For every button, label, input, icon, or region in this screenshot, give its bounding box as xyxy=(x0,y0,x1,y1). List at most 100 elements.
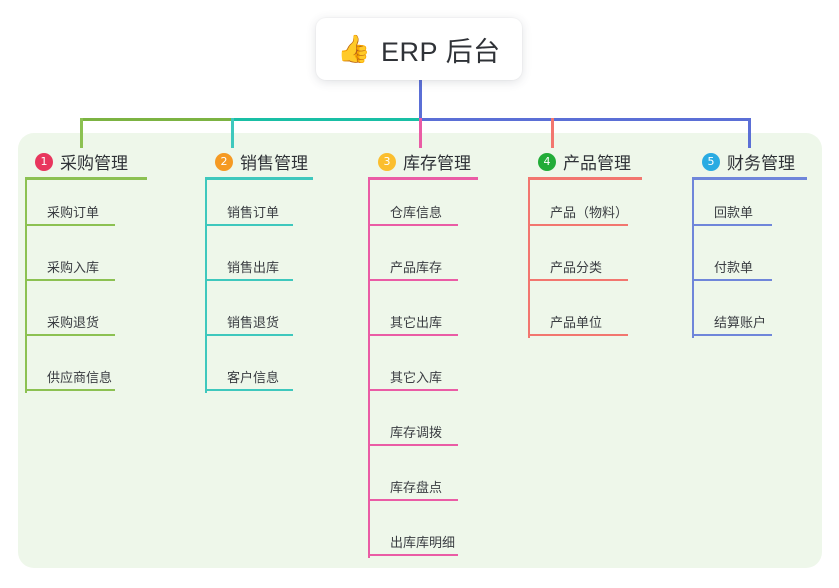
leaf-item[interactable]: 付款单 xyxy=(692,235,772,281)
leaf-underline xyxy=(25,334,115,336)
leaf-item[interactable]: 产品（物料） xyxy=(528,180,628,226)
column-title-2: 销售管理 xyxy=(240,154,308,173)
column-badge-4: 4 xyxy=(538,152,556,171)
column-header-3[interactable]: 3 库存管理 xyxy=(368,143,523,180)
bar-segment-teal xyxy=(231,118,421,121)
bar-right-end xyxy=(748,118,751,148)
diagram-panel xyxy=(18,133,822,568)
leaf-underline xyxy=(368,389,458,391)
column-badge-2: 2 xyxy=(215,152,233,171)
leaf-underline xyxy=(205,224,293,226)
leaf-label: 产品分类 xyxy=(550,260,603,275)
leaf-underline xyxy=(368,554,458,556)
leaf-underline xyxy=(692,334,772,336)
column-title-4: 产品管理 xyxy=(563,154,631,173)
drop-line-3 xyxy=(419,118,422,148)
column-spine-4 xyxy=(528,180,530,338)
leaf-item[interactable]: 其它入库 xyxy=(368,345,458,391)
leaf-underline xyxy=(25,279,115,281)
column-3: 3 库存管理仓库信息产品库存其它出库其它入库库存调拨库存盘点出库库明细 xyxy=(368,143,523,558)
leaf-underline xyxy=(205,389,293,391)
leaf-item[interactable]: 客户信息 xyxy=(205,345,293,391)
leaf-label: 付款单 xyxy=(714,260,754,275)
leaf-item[interactable]: 库存调拨 xyxy=(368,400,458,446)
leaf-item[interactable]: 库存盘点 xyxy=(368,455,458,501)
leaf-item[interactable]: 销售订单 xyxy=(205,180,293,226)
leaf-underline xyxy=(205,279,293,281)
leaf-item[interactable]: 产品单位 xyxy=(528,290,628,336)
leaf-item[interactable]: 供应商信息 xyxy=(25,345,115,391)
column-4: 4 产品管理产品（物料） 产品分类产品单位 xyxy=(528,143,688,338)
column-items-5: 回款单付款单结算账户 xyxy=(692,180,822,338)
leaf-item[interactable]: 采购入库 xyxy=(25,235,115,281)
column-2: 2 销售管理销售订单销售出库销售退货客户信息 xyxy=(205,143,360,393)
column-header-5[interactable]: 5 财务管理 xyxy=(692,143,822,180)
drop-line-1 xyxy=(80,118,83,148)
leaf-underline xyxy=(25,389,115,391)
column-header-1[interactable]: 1 采购管理 xyxy=(25,143,195,180)
column-underline-1 xyxy=(25,177,147,180)
leaf-underline xyxy=(205,334,293,336)
leaf-label: 仓库信息 xyxy=(390,205,443,220)
leaf-underline xyxy=(368,444,458,446)
leaf-underline xyxy=(368,334,458,336)
column-header-2[interactable]: 2 销售管理 xyxy=(205,143,360,180)
leaf-label: 销售订单 xyxy=(227,205,280,220)
column-underline-3 xyxy=(368,177,478,180)
leaf-underline xyxy=(692,224,772,226)
leaf-label: 采购订单 xyxy=(47,205,100,220)
leaf-item[interactable]: 产品分类 xyxy=(528,235,628,281)
root-trunk-line xyxy=(419,80,422,120)
leaf-label: 产品（物料） xyxy=(550,205,629,220)
leaf-label: 产品库存 xyxy=(390,260,443,275)
bar-segment-blue xyxy=(419,118,751,121)
column-title-1: 采购管理 xyxy=(60,154,128,173)
leaf-underline xyxy=(528,224,628,226)
column-1: 1 采购管理采购订单采购入库采购退货供应商信息 xyxy=(25,143,195,393)
leaf-item[interactable]: 仓库信息 xyxy=(368,180,458,226)
leaf-label: 其它入库 xyxy=(390,370,443,385)
leaf-item[interactable]: 采购退货 xyxy=(25,290,115,336)
leaf-underline xyxy=(368,224,458,226)
leaf-underline xyxy=(528,279,628,281)
drop-line-4 xyxy=(551,118,554,148)
bar-segment-green xyxy=(80,118,233,121)
column-spine-5 xyxy=(692,180,694,338)
leaf-item[interactable]: 销售退货 xyxy=(205,290,293,336)
column-spine-2 xyxy=(205,180,207,393)
leaf-item[interactable]: 其它出库 xyxy=(368,290,458,336)
thumbs-up-icon: 👍 xyxy=(337,33,372,64)
column-header-4[interactable]: 4 产品管理 xyxy=(528,143,688,180)
column-badge-1: 1 xyxy=(35,152,53,171)
drop-line-2 xyxy=(231,118,234,148)
column-items-4: 产品（物料） 产品分类产品单位 xyxy=(528,180,688,338)
column-badge-3: 3 xyxy=(378,152,396,171)
leaf-item[interactable]: 出库库明细 xyxy=(368,510,458,556)
column-items-3: 仓库信息产品库存其它出库其它入库库存调拨库存盘点出库库明细 xyxy=(368,180,523,558)
column-underline-2 xyxy=(205,177,313,180)
column-underline-4 xyxy=(528,177,642,180)
leaf-item[interactable]: 产品库存 xyxy=(368,235,458,281)
column-spine-3 xyxy=(368,180,370,558)
leaf-label: 出库库明细 xyxy=(390,535,456,550)
column-badge-5: 5 xyxy=(702,152,720,171)
leaf-underline xyxy=(368,279,458,281)
leaf-item[interactable]: 销售出库 xyxy=(205,235,293,281)
leaf-underline xyxy=(528,334,628,336)
leaf-label: 结算账户 xyxy=(714,315,767,330)
leaf-label: 销售出库 xyxy=(227,260,280,275)
leaf-item[interactable]: 采购订单 xyxy=(25,180,115,226)
root-node[interactable]: 👍 ERP 后台 xyxy=(316,18,522,80)
leaf-item[interactable]: 回款单 xyxy=(692,180,772,226)
leaf-label: 销售退货 xyxy=(227,315,280,330)
column-title-5: 财务管理 xyxy=(727,154,795,173)
leaf-label: 采购入库 xyxy=(47,260,100,275)
leaf-underline xyxy=(692,279,772,281)
leaf-underline xyxy=(25,224,115,226)
leaf-label: 回款单 xyxy=(714,205,754,220)
column-spine-1 xyxy=(25,180,27,393)
column-title-3: 库存管理 xyxy=(403,154,471,173)
leaf-item[interactable]: 结算账户 xyxy=(692,290,772,336)
column-5: 5 财务管理回款单付款单结算账户 xyxy=(692,143,822,338)
column-underline-5 xyxy=(692,177,807,180)
